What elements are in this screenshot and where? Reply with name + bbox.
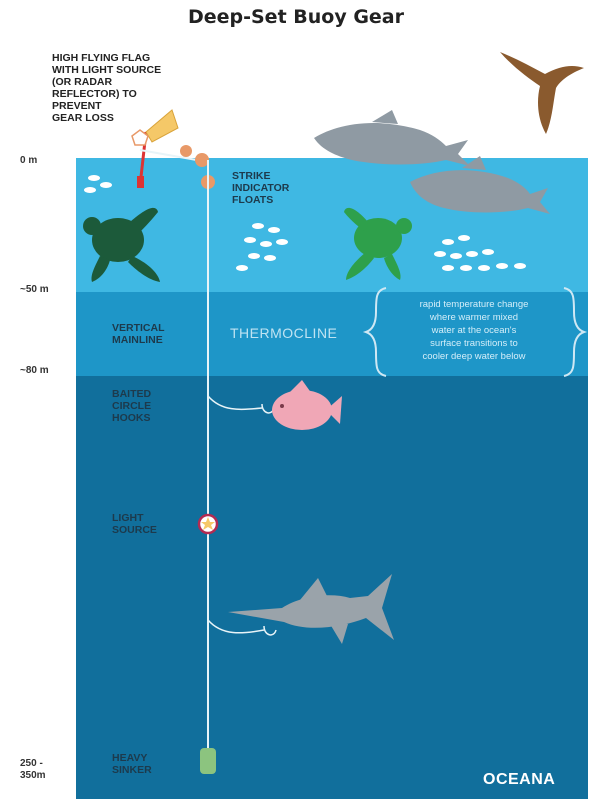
depth-marker-80m: ~80 m <box>20 365 49 377</box>
oceana-logo: OCEANA <box>483 771 555 789</box>
depth-marker-0m: 0 m <box>20 155 37 167</box>
vertical-mainline-label: VERTICAL MAINLINE <box>112 322 165 346</box>
thermocline-note: rapid temperature change where warmer mi… <box>386 298 562 363</box>
depth-marker-bottom: 250 - 350m <box>20 758 46 782</box>
light-source-label: LIGHT SOURCE <box>112 512 157 536</box>
sinker-icon <box>200 748 216 774</box>
depth-marker-50m: ~50 m <box>20 284 49 296</box>
baited-hooks-label: BAITED CIRCLE HOOKS <box>112 388 151 424</box>
deep-water-layer <box>76 376 588 799</box>
strike-floats-label: STRIKE INDICATOR FLOATS <box>232 170 289 206</box>
bird-icon <box>500 52 584 134</box>
dolphin-icon <box>314 110 470 166</box>
thermocline-label: THERMOCLINE <box>230 325 337 341</box>
page-title: Deep-Set Buoy Gear <box>0 6 592 28</box>
light-icon <box>199 515 217 533</box>
heavy-sinker-label: HEAVY SINKER <box>112 752 152 776</box>
flag-label: HIGH FLYING FLAG WITH LIGHT SOURCE (OR R… <box>52 52 161 124</box>
